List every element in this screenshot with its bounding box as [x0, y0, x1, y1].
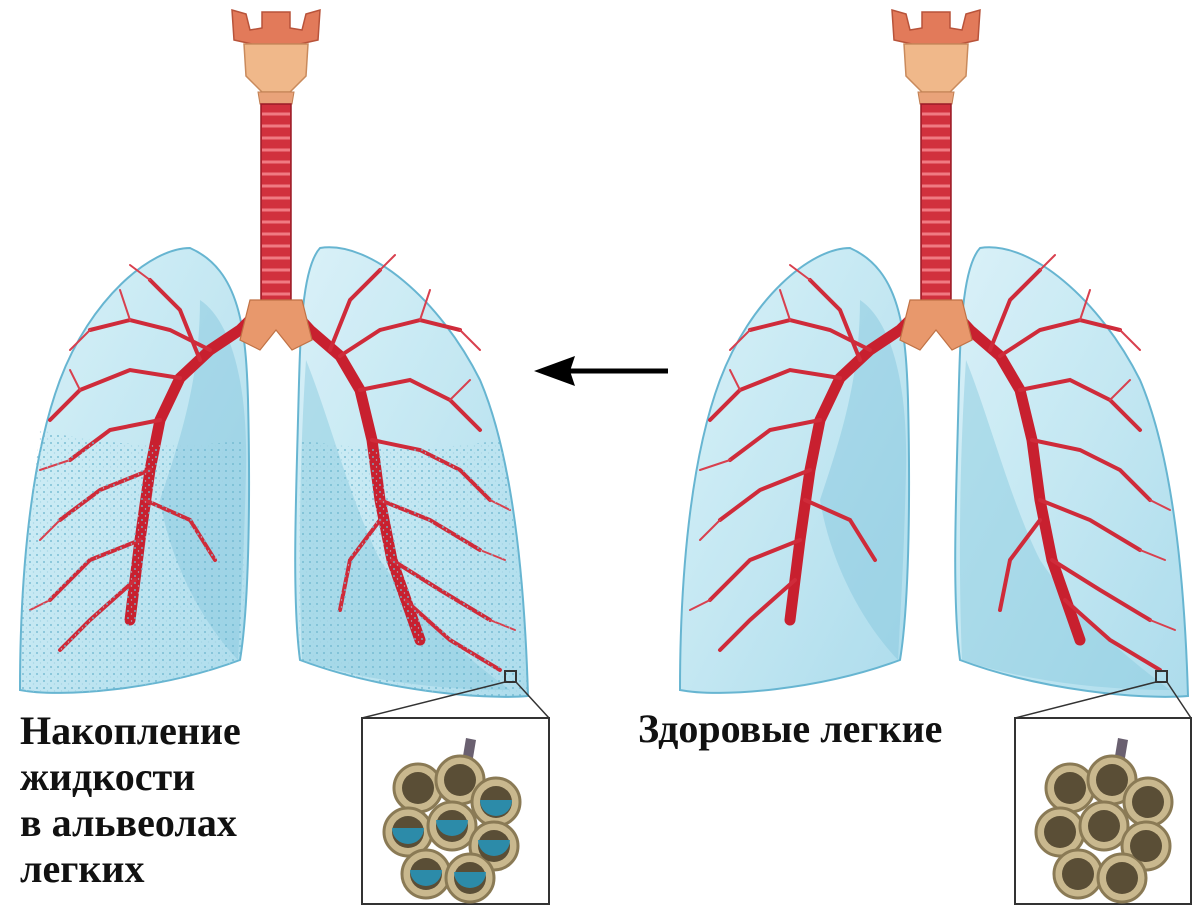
lungs-with-fluid-illustration: [20, 10, 528, 697]
caption-line: Накопление: [20, 708, 340, 754]
healthy-lungs-illustration: [680, 10, 1188, 697]
caption-line: легких: [20, 846, 340, 892]
fluid-lungs-caption: Накопление жидкости в альвеолах легких: [20, 708, 340, 892]
healthy-lungs-caption: Здоровые легкие: [638, 706, 1018, 752]
inset-healthy-alveoli: [1015, 671, 1191, 904]
caption-line: в альвеолах: [20, 800, 340, 846]
caption-line: жидкости: [20, 754, 340, 800]
fluid-speckle-left: [20, 430, 245, 693]
inset-fluid-alveoli: [362, 671, 549, 904]
left-arrow-icon: [534, 356, 668, 386]
fluid-speckle-right: [299, 440, 528, 697]
